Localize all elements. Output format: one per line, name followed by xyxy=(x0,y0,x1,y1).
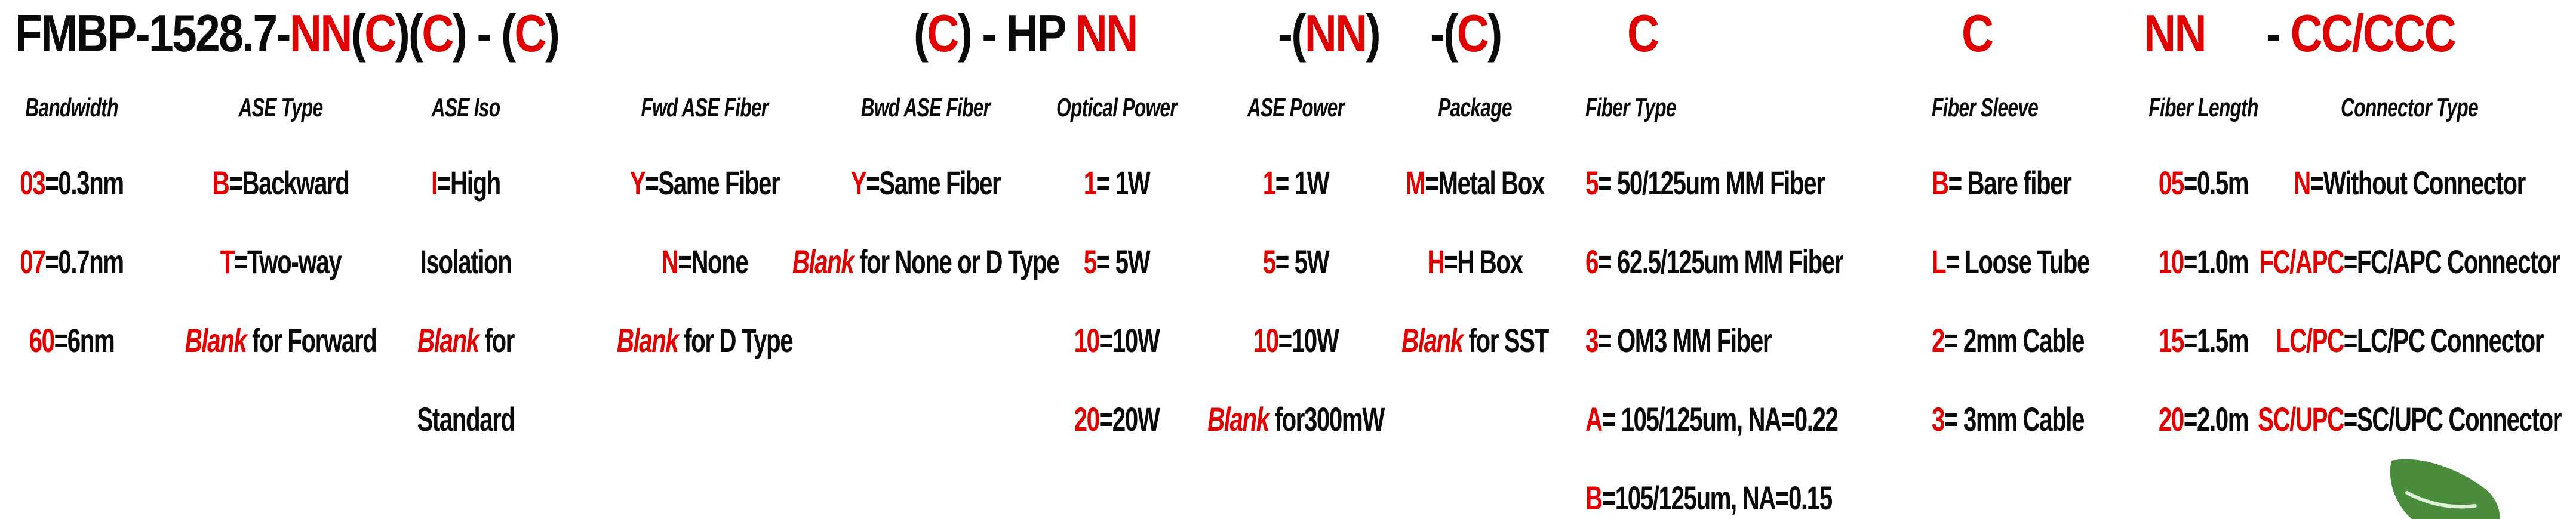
code-item: SC/UPC=SC/UPC Connector xyxy=(2258,400,2562,438)
code-item: L= Loose Tube xyxy=(1932,242,2090,280)
code-item: 1= 1W xyxy=(1262,163,1330,202)
column-fiber-type: Fiber Type 5= 50/125um MM Fiber 6= 62.5/… xyxy=(1585,73,1844,519)
part-number-connector: - CC/CCC xyxy=(2266,4,2457,63)
code-item: N=Without Connector xyxy=(2294,163,2526,202)
part-number-package: -(C) xyxy=(1430,4,1502,63)
code-item: Y=Same Fiber xyxy=(850,163,1001,202)
column-header: Fiber Type xyxy=(1585,93,1677,122)
column-header: Bandwidth xyxy=(25,93,118,122)
code-item: 10=10W xyxy=(1253,321,1339,359)
column-header: ASE Iso xyxy=(431,93,500,122)
code-item: Isolation xyxy=(420,242,512,280)
part-number-fiber-sleeve: C xyxy=(1962,4,1994,63)
column-header: Fiber Sleeve xyxy=(1932,93,2039,122)
column-bwd-ase-fiber: Bwd ASE Fiber Y=Same Fiber Blank for Non… xyxy=(792,73,1060,301)
column-fiber-sleeve: Fiber Sleeve B= Bare fiber L= Loose Tube… xyxy=(1932,73,2090,458)
code-item: B=Backward xyxy=(212,163,350,202)
code-item: B= Bare fiber xyxy=(1932,163,2072,202)
code-item: 10=10W xyxy=(1074,321,1160,359)
code-item: 20=20W xyxy=(1074,400,1160,438)
column-package: Package M=Metal Box H=H Box Blank for SS… xyxy=(1401,73,1549,379)
code-item: Blank for D Type xyxy=(616,321,794,359)
column-header: ASE Type xyxy=(238,93,324,122)
code-item: Blank for xyxy=(417,321,515,359)
column-fiber-length: Fiber Length 05=0.5m 10=1.0m 15=1.5m 20=… xyxy=(2147,73,2259,458)
leaf-icon xyxy=(2390,459,2500,519)
code-item: FC/APC=FC/APC Connector xyxy=(2259,242,2560,280)
code-item: T=Two-way xyxy=(220,242,342,280)
column-header: Optical Power xyxy=(1056,93,1178,122)
part-number-power-group: (C) - HP NN xyxy=(914,4,1138,63)
code-item: Blank for300mW xyxy=(1207,400,1385,438)
code-item: H=H Box xyxy=(1427,242,1523,280)
code-item: 6= 62.5/125um MM Fiber xyxy=(1585,242,1844,280)
column-ase-iso: ASE Iso I=High Isolation Blank for Stand… xyxy=(408,73,524,458)
column-header: Connector Type xyxy=(2341,93,2479,122)
code-item: 1= 1W xyxy=(1083,163,1151,202)
code-item: 5= 5W xyxy=(1262,242,1330,280)
code-item: 10=1.0m xyxy=(2158,242,2249,280)
code-item: 3= OM3 MM Fiber xyxy=(1585,321,1772,359)
column-bandwidth: Bandwidth 03=0.3nm 07=0.7nm 60=6nm xyxy=(20,73,124,379)
column-header: Fwd ASE Fiber xyxy=(641,93,769,122)
code-item: Blank for Forward xyxy=(185,321,377,359)
part-number-base: FMBP-1528.7-NN(C)(C) - (C) xyxy=(15,4,560,63)
code-item: B=105/125um, NA=0.15 xyxy=(1585,478,1833,517)
column-ase-type: ASE Type B=Backward T=Two-way Blank for … xyxy=(185,73,377,379)
code-item: Blank for None or D Type xyxy=(792,242,1060,280)
part-number-fiber-type: C xyxy=(1627,4,1659,63)
code-item: 3= 3mm Cable xyxy=(1932,400,2085,438)
code-item: 5= 5W xyxy=(1083,242,1151,280)
column-header: Package xyxy=(1438,93,1512,122)
part-number-ase-power: -(NN) xyxy=(1278,4,1381,63)
code-item: Blank for SST xyxy=(1401,321,1549,359)
column-header: ASE Power xyxy=(1247,93,1345,122)
code-item: 07=0.7nm xyxy=(20,242,124,280)
code-item: 2= 2mm Cable xyxy=(1932,321,2085,359)
code-item: Standard xyxy=(417,400,515,438)
column-ase-power: ASE Power 1= 1W 5= 5W 10=10W Blank for30… xyxy=(1207,73,1385,458)
column-fwd-ase-fiber: Fwd ASE Fiber Y=Same Fiber N=None Blank … xyxy=(616,73,794,379)
code-item: 15=1.5m xyxy=(2158,321,2249,359)
column-connector-type: Connector Type N=Without Connector FC/AP… xyxy=(2258,73,2562,458)
code-item: 60=6nm xyxy=(29,321,115,359)
leaf-body xyxy=(2390,459,2500,519)
column-optical-power: Optical Power 1= 1W 5= 5W 10=10W 20=20W xyxy=(1052,73,1181,458)
code-item: A= 105/125um, NA=0.22 xyxy=(1585,400,1839,438)
code-item: 05=0.5m xyxy=(2158,163,2249,202)
code-item: M=Metal Box xyxy=(1406,163,1545,202)
code-item: 03=0.3nm xyxy=(20,163,124,202)
part-number-fiber-length: NN xyxy=(2144,4,2206,63)
code-item: 5= 50/125um MM Fiber xyxy=(1585,163,1825,202)
code-item: LC/PC=LC/PC Connector xyxy=(2275,321,2544,359)
code-item: 20=2.0m xyxy=(2158,400,2249,438)
code-item: N=None xyxy=(661,242,749,280)
column-header: Fiber Length xyxy=(2148,93,2258,122)
code-item: Y=Same Fiber xyxy=(629,163,780,202)
column-header: Bwd ASE Fiber xyxy=(860,93,991,122)
code-item: I=High xyxy=(431,163,501,202)
